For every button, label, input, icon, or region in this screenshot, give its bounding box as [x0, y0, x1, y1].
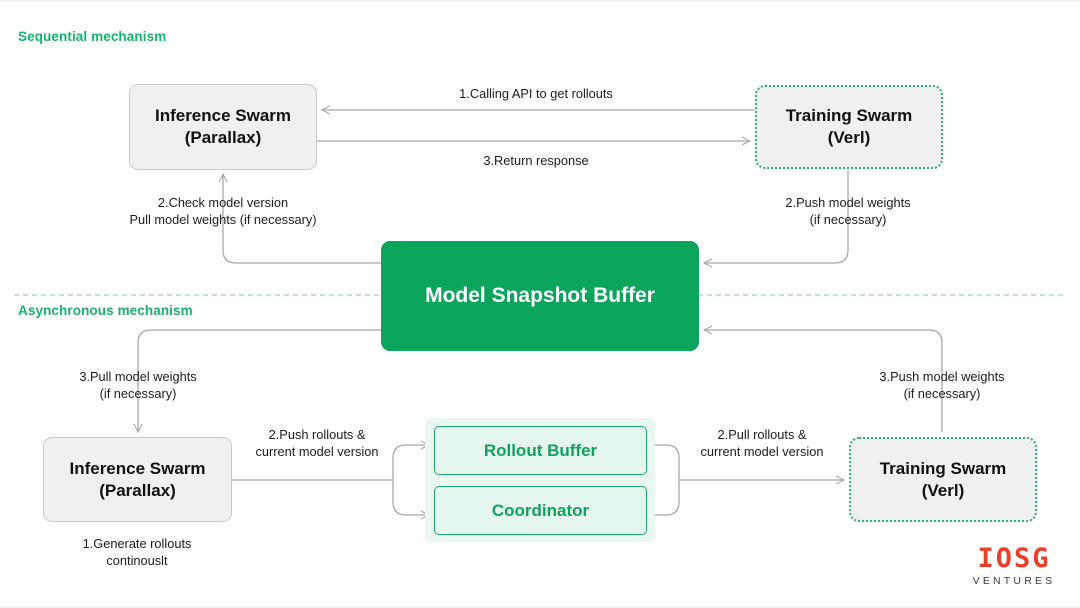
- node-inference-swarm-bottom-line1: Inference Swarm: [69, 458, 206, 478]
- node-inference-swarm-top-line2: (Parallax): [184, 128, 262, 147]
- node-rollout-buffer[interactable]: Rollout Buffer: [434, 426, 647, 475]
- logo-mark-text: IOSG: [977, 543, 1051, 574]
- node-rollout-buffer-label: Rollout Buffer: [483, 440, 598, 460]
- edge-label-pull-weights-bottom: 3.Pull model weights (if necessary): [79, 369, 197, 402]
- node-training-swarm-top-line1: Training Swarm: [785, 106, 913, 126]
- edge-label-generate-rollouts: 1.Generate rollouts continouslt: [82, 536, 192, 569]
- node-coordinator[interactable]: Coordinator: [434, 486, 647, 535]
- node-inference-swarm-bottom-line2: (Parallax): [99, 480, 176, 500]
- edge-label-return-response: 3.Return response: [483, 153, 589, 168]
- edge-label-push-rollouts: 2.Push rollouts & current model version: [255, 427, 379, 460]
- edge-label-push-weights-top: 2.Push model weights (if necessary): [785, 195, 911, 228]
- node-training-swarm-bottom[interactable]: Training Swarm (Verl): [849, 437, 1037, 522]
- node-training-swarm-top-line2: (Verl): [827, 128, 871, 147]
- node-training-swarm-bottom-line2: (Verl): [921, 480, 965, 500]
- section-title-sequential: Sequential mechanism: [18, 29, 167, 44]
- edge-label-push-weights-bottom: 3.Push model weights (if necessary): [879, 369, 1005, 402]
- edge-label-calling-api: 1.Calling API to get rollouts: [459, 86, 613, 101]
- logo-wordmark-text: VENTURES: [972, 575, 1056, 587]
- edge-label-pull-rollouts: 2.Pull rollouts & current model version: [700, 427, 824, 460]
- node-inference-swarm-bottom[interactable]: Inference Swarm (Parallax): [43, 437, 232, 522]
- node-model-snapshot-buffer[interactable]: Model Snapshot Buffer: [381, 241, 699, 351]
- iosg-ventures-logo: IOSG VENTURES: [962, 540, 1066, 592]
- node-coordinator-label: Coordinator: [491, 500, 590, 520]
- node-inference-swarm-top-line1: Inference Swarm: [154, 106, 292, 126]
- node-model-snapshot-buffer-label: Model Snapshot Buffer: [425, 283, 655, 307]
- node-training-swarm-top[interactable]: Training Swarm (Verl): [755, 85, 943, 169]
- node-training-swarm-bottom-line1: Training Swarm: [879, 458, 1007, 478]
- edge-label-check-model-version: 2.Check model version Pull model weights…: [129, 195, 317, 228]
- section-title-asynchronous: Asynchronous mechanism: [18, 303, 193, 318]
- node-inference-swarm-top[interactable]: Inference Swarm (Parallax): [129, 84, 317, 170]
